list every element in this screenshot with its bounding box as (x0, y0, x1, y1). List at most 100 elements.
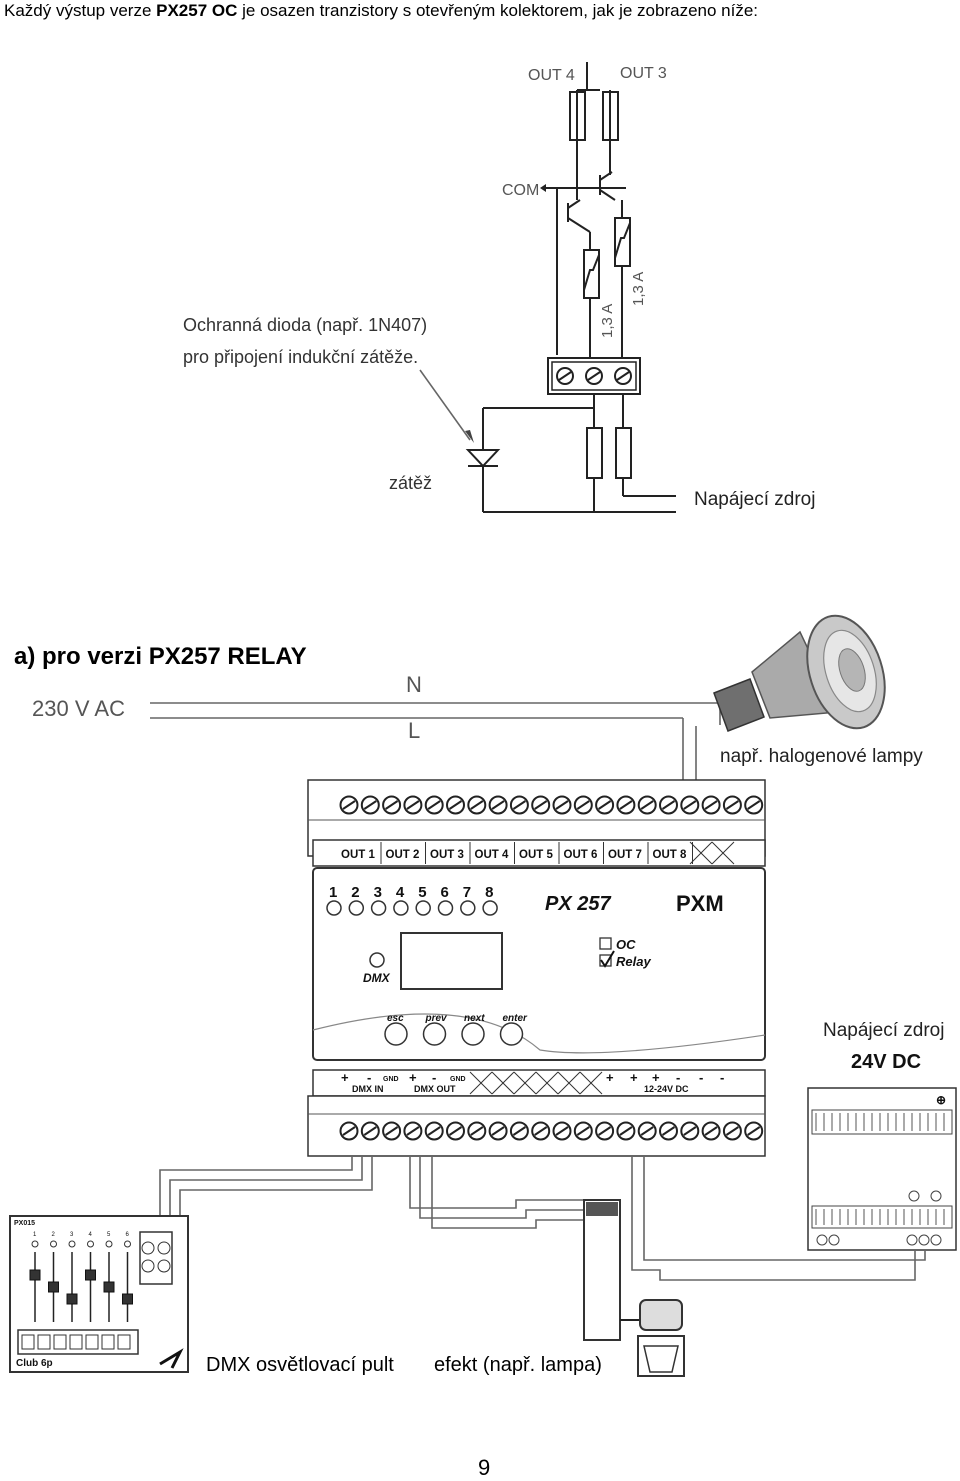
device-brand-logo: PXM (676, 891, 724, 916)
gnd-out-label: GND (450, 1076, 466, 1083)
svg-text:-: - (720, 1070, 724, 1085)
psu-label: Napájecí zdroj (823, 1020, 945, 1041)
channel-led (415, 900, 431, 916)
fuse1-label: 1,3 A (599, 304, 616, 338)
output-label: OUT 7 (608, 849, 642, 861)
protection-diode (465, 449, 501, 468)
svg-text:⊕: ⊕ (936, 1093, 946, 1107)
svg-text:+: + (606, 1070, 614, 1085)
fader-knob (29, 1269, 41, 1281)
svg-text:+: + (409, 1070, 417, 1085)
fader-knob (103, 1281, 115, 1293)
channel-led (393, 900, 409, 916)
com-label: COM (502, 182, 539, 199)
top-screw-row (339, 795, 764, 815)
output-label: OUT 8 (653, 849, 687, 861)
led-number: 1 (329, 884, 337, 901)
svg-text:-: - (699, 1070, 703, 1085)
led-number: 4 (396, 884, 405, 901)
prev-button (422, 1022, 447, 1046)
svg-text:-: - (432, 1070, 436, 1085)
px257-device: OUT 1 OUT 2 OUT 3 OUT 4 OUT 5 OUT 6 OUT 7 OUT 8… (307, 779, 766, 1157)
next-button (461, 1022, 485, 1046)
enter-button (499, 1022, 524, 1046)
output-label: OUT 6 (564, 849, 598, 861)
diode-note-line2: pro připojení indukční zátěže. (183, 347, 419, 367)
effect-lamp-icon (583, 1199, 685, 1377)
output-label: OUT 3 (430, 849, 464, 861)
n-label: N (406, 672, 422, 697)
fader-knob (66, 1293, 78, 1305)
led-number: 8 (485, 884, 493, 901)
effect-label: efekt (např. lampa) (434, 1354, 602, 1376)
output-label: OUT 4 (475, 849, 509, 861)
intro-model: PX257 OC (156, 1, 238, 20)
fader-knob (48, 1281, 59, 1293)
gnd-in-label: GND (383, 1076, 399, 1083)
dc-in-label: 12-24V DC (644, 1084, 689, 1094)
fader-knob (85, 1269, 96, 1281)
open-collector-schematic: OUT 4 OUT 3 COM 1,3 A 1,3 A (419, 62, 676, 513)
svg-text:-: - (676, 1070, 680, 1085)
led-number: 7 (463, 884, 471, 901)
svg-text:+: + (630, 1070, 638, 1085)
svg-text:PX015: PX015 (14, 1220, 35, 1227)
load1 (586, 427, 603, 479)
button-label: next (464, 1013, 485, 1024)
output-label: OUT 1 (341, 849, 375, 861)
output-label: OUT 2 (386, 849, 420, 861)
device-front-panel (312, 867, 766, 1061)
dmx-out-label: DMX OUT (414, 1084, 456, 1094)
console-model: Club 6p (16, 1358, 53, 1369)
diode-note-line1: Ochranná dioda (např. 1N407) (183, 315, 428, 335)
load2 (615, 427, 632, 479)
page-number: 9 (478, 1455, 491, 1480)
option-oc: OC (616, 937, 636, 952)
channel-led (326, 900, 342, 916)
fader-number: 4 (89, 1232, 93, 1238)
channel-led (482, 900, 498, 916)
channel-led (370, 900, 387, 916)
mains-label: 230 V AC (32, 696, 125, 721)
intro-prefix: Každý výstup verze (4, 1, 157, 20)
fader-number: 6 (126, 1232, 130, 1238)
halogen-lamp-icon (713, 614, 886, 732)
button-label: esc (387, 1013, 404, 1024)
dmx-led (369, 952, 385, 968)
option-relay: Relay (616, 954, 651, 969)
section-a-title: a) pro verzi PX257 RELAY (14, 643, 307, 670)
channel-led (348, 900, 365, 916)
channel-led (437, 900, 454, 916)
svg-text:+: + (341, 1070, 349, 1085)
led-number: 5 (418, 884, 426, 901)
l-label: L (408, 718, 420, 743)
halogen-label: např. halogenové lampy (720, 746, 923, 767)
esc-button (384, 1022, 408, 1046)
intro-text: Každý výstup verze PX257 OC je osazen tr… (4, 0, 758, 22)
schematic-power-supply-label: Napájecí zdroj (694, 489, 816, 510)
device-model: PX 257 (545, 893, 611, 915)
svg-text:+: + (652, 1070, 660, 1085)
led-number: 3 (374, 884, 382, 901)
intro-suffix: je osazen tranzistory s otevřeným kolekt… (237, 1, 759, 20)
channel-led (460, 900, 476, 916)
button-label: prev (425, 1013, 449, 1024)
led-number: 6 (441, 884, 449, 901)
dmx-led-label: DMX (363, 971, 391, 985)
device-display (400, 932, 503, 990)
dmx-in-label: DMX IN (352, 1084, 384, 1094)
fader-number: 5 (107, 1232, 111, 1238)
load-label: zátěž (389, 473, 433, 493)
led-number: 2 (351, 884, 359, 901)
power-supply-24v: 24V DC ⊕ (807, 1051, 957, 1251)
fader-number: 3 (70, 1232, 74, 1238)
output-label: OUT 5 (519, 849, 553, 861)
output-labels: OUT 1 OUT 2 OUT 3 OUT 4 OUT 5 OUT 6 OUT 7 OUT 8 (341, 841, 735, 865)
out3-label: OUT 3 (620, 65, 667, 82)
